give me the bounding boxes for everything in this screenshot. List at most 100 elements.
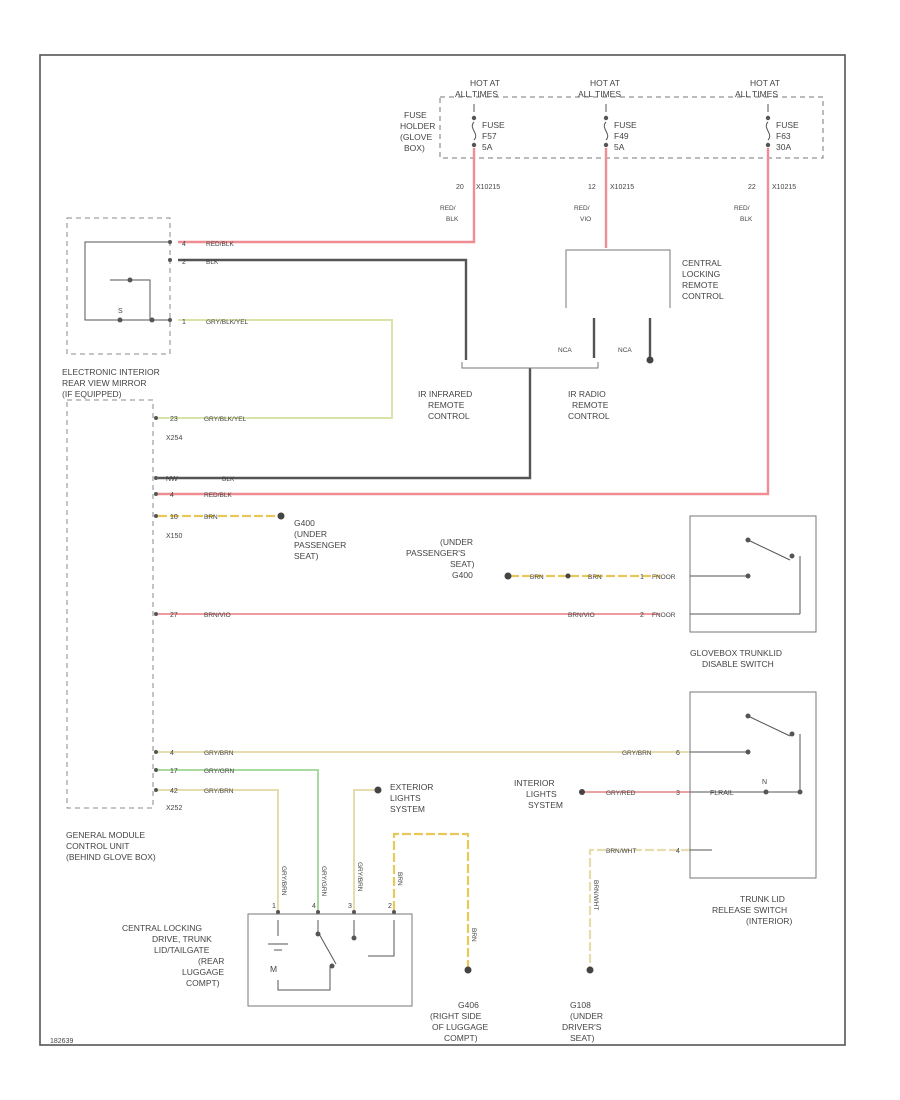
drive-internal-circuit-3 <box>353 920 395 957</box>
gm-wire-17: GRY/GRN <box>204 768 235 775</box>
drive-internal-circuit-2 <box>277 966 331 991</box>
drive-pin-4-dot <box>316 910 320 914</box>
drive-wire-3: GRY/BRN <box>356 862 363 892</box>
gm-wire-d4: GRY/BRN <box>204 750 234 757</box>
feed-wire-3a: RED/ <box>734 205 750 212</box>
feed-wire-2b: VIO <box>580 216 591 223</box>
conn-tag-1: 20 <box>456 184 464 191</box>
remote-label-1: CENTRAL <box>682 258 722 268</box>
glovebox-switch-dot-3 <box>789 553 795 559</box>
mirror-dot-2 <box>117 317 123 323</box>
gm-pin-10-dot <box>154 514 158 518</box>
glovebox-wire-1: BRN <box>530 574 544 581</box>
g400-label-1: G400 <box>294 518 315 528</box>
hot-label-3a: HOT AT <box>750 78 780 88</box>
mirror-outline <box>66 217 171 355</box>
feed-wire-1a: RED/ <box>440 205 456 212</box>
drive-label-5: LUGGAGE <box>182 967 224 977</box>
g400b-splice-dot <box>565 573 571 579</box>
remote-label-4: CONTROL <box>682 291 724 301</box>
mirror-pin-2-dot <box>168 258 172 262</box>
conn-tag-3: 22 <box>748 184 756 191</box>
remote-nca-2: NCA <box>618 347 632 354</box>
trunk-pin-4: 4 <box>676 848 680 855</box>
g406-label-4: COMPT) <box>444 1033 478 1043</box>
mirror-internal-label: S <box>118 308 123 315</box>
exterior-lights-label-3: SYSTEM <box>390 804 425 814</box>
remote-bracket <box>565 249 671 308</box>
wire-gry-brn-drive <box>158 789 279 910</box>
exterior-lights-label-2: LIGHTS <box>390 793 421 803</box>
diagram-frame <box>39 54 846 1046</box>
glovebox-wire-3: BRN/VIO <box>568 612 595 619</box>
g400b-label-3: SEAT) <box>450 559 475 569</box>
trunk-switch-dot-1 <box>745 713 751 719</box>
g108-label-2: (UNDER <box>570 1011 603 1021</box>
ground-g406: BRN G406 (RIGHT SIDE OF LUGGAGE COMPT) <box>430 928 489 1043</box>
g406-wire: BRN <box>470 928 477 942</box>
feed-wire-3b: BLK <box>740 216 753 223</box>
feed-wire-2a: RED/ <box>574 205 590 212</box>
conn-id-2: X10215 <box>610 184 634 191</box>
glovebox-switch-dot-2 <box>745 573 751 579</box>
fuse-connector-tags: 20 X10215 12 X10215 22 X10215 RED/ BLK R… <box>440 184 796 223</box>
gm-pin-17-dot <box>154 768 158 772</box>
general-module-component: 23 GRY/BLK/YEL X254 NW BLK 4 RED/BLK 10 … <box>66 399 247 862</box>
wire-red-blk-mirror <box>178 148 476 244</box>
fuse-holder-label-3: (GLOVE <box>400 132 432 142</box>
gm-pin-nw: NW <box>166 476 178 483</box>
remote-control-component: NCA NCA CENTRAL LOCKING REMOTE CONTROL <box>558 249 724 364</box>
drive-label-4: (REAR <box>198 956 224 966</box>
mirror-dot-1 <box>127 277 133 283</box>
fuse-holder-label-2: HOLDER <box>400 121 435 131</box>
trunk-label-1: TRUNK LID <box>740 894 785 904</box>
trunk-switch-dot-5 <box>797 789 803 795</box>
trunk-pin-3: 3 <box>676 790 680 797</box>
fuse2-label-1: FUSE <box>614 120 637 130</box>
mirror-dot-3 <box>149 317 155 323</box>
drive-switch-blade <box>317 920 337 965</box>
mirror-pin-1: 1 <box>182 319 186 326</box>
gm-pin-23-dot <box>154 416 158 420</box>
fuse3-label-1: FUSE <box>776 120 799 130</box>
radio-remote-label-2: REMOTE <box>572 400 609 410</box>
trunk-switch-blade <box>747 715 791 737</box>
conn-id-3: X10215 <box>772 184 796 191</box>
radio-remote-component: IR RADIO REMOTE CONTROL <box>568 389 610 421</box>
mirror-pin-4-dot <box>168 240 172 244</box>
drive-wire-1: GRY/BRN <box>280 866 287 896</box>
exterior-lights-label-1: EXTERIOR <box>390 782 433 792</box>
interior-lights-label-2: LIGHTS <box>526 789 557 799</box>
fuse3-label-2: F63 <box>776 131 791 141</box>
mirror-internal-circuit <box>84 241 170 321</box>
g406-label-2: (RIGHT SIDE <box>430 1011 482 1021</box>
drive-switch-dot-1 <box>315 931 321 937</box>
feed-wire-1b: BLK <box>446 216 459 223</box>
wire-red-blk-gm <box>158 148 770 496</box>
trunk-wire-3: BRN/WHT <box>606 848 636 855</box>
trunk-switch-dot-2 <box>745 749 751 755</box>
drive-wire-4: BRN <box>396 872 403 886</box>
trunk-res-label: FLRAIL <box>710 790 734 797</box>
glovebox-switch-component: FNOOR FNOOR 1 2 BRN BRN BRN/VIO GLOVEBOX… <box>530 515 817 669</box>
remote-label-2: LOCKING <box>682 269 720 279</box>
interior-lights-label-3: SYSTEM <box>528 800 563 810</box>
drive-label-1: CENTRAL LOCKING <box>122 923 202 933</box>
gm-pin-42-dot <box>154 788 158 792</box>
hot-label-1b: ALL TIMES <box>455 89 498 99</box>
mirror-wire-3: GRY/BLK/YEL <box>206 319 249 326</box>
g108-label-4: SEAT) <box>570 1033 595 1043</box>
fuse-holder-label-4: BOX) <box>404 143 425 153</box>
remote-label-3: REMOTE <box>682 280 719 290</box>
trunk-switch-outline <box>689 691 817 879</box>
ir-remote-component: IR INFRARED REMOTE CONTROL <box>418 362 599 421</box>
wire-exterior-lights <box>353 789 376 910</box>
trunk-junction-label: N <box>762 779 767 786</box>
mirror-label-3: (IF EQUIPPED) <box>62 389 122 399</box>
trunk-label-3: (INTERIOR) <box>746 916 792 926</box>
trunk-label-2: RELEASE SWITCH <box>712 905 787 915</box>
drive-label-6: COMPT) <box>186 978 220 988</box>
fuse-holder: FUSE HOLDER (GLOVE BOX) HOT AT ALL TIMES… <box>400 78 824 159</box>
glovebox-switch-dot-1 <box>745 537 751 543</box>
